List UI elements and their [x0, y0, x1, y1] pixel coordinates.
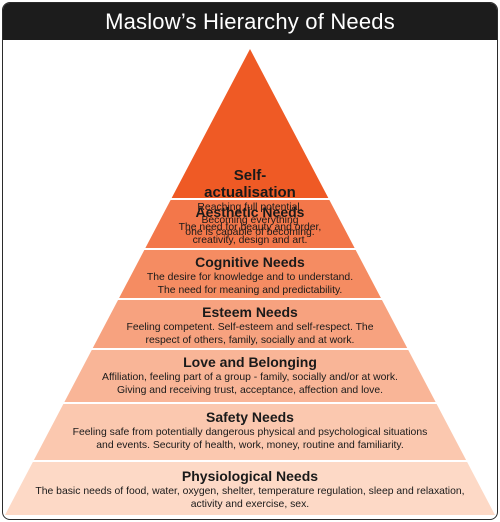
pyramid-level-physiological-needs	[5, 462, 495, 515]
pyramid-level-aesthetic-needs	[145, 200, 355, 248]
pyramid-level-safety-needs	[33, 404, 467, 460]
level-description: The need for beauty and order, creativit…	[178, 222, 322, 246]
pyramid	[5, 49, 495, 515]
level-title: Love and Belonging	[183, 354, 317, 370]
level-title: Aesthetic Needs	[195, 204, 305, 220]
level-title: Physiological Needs	[181, 468, 319, 484]
diagram-title: Maslow’s Hierarchy of Needs	[3, 3, 497, 40]
level-description: Affiliation, feeling part of a group - f…	[102, 372, 398, 396]
level-description: Feeling safe from potentially dangerous …	[72, 427, 428, 451]
level-title: Cognitive Needs	[195, 254, 305, 270]
level-description: The desire for knowledge and to understa…	[146, 272, 354, 296]
pyramid-level-cognitive-needs	[119, 250, 381, 298]
level-title: Safety Needs	[206, 409, 294, 425]
level-title: Self- actualisation	[204, 167, 296, 201]
pyramid-level-self-actualisation	[171, 49, 329, 198]
level-title: Esteem Needs	[202, 304, 298, 320]
pyramid-level-esteem-needs	[92, 300, 408, 348]
level-description: The basic needs of food, water, oxygen, …	[35, 486, 465, 510]
pyramid-level-love-and-belonging	[64, 350, 436, 402]
level-description: Feeling competent. Self-esteem and self-…	[126, 322, 374, 346]
level-description: Reaching full potential. Becoming everyt…	[185, 202, 315, 239]
